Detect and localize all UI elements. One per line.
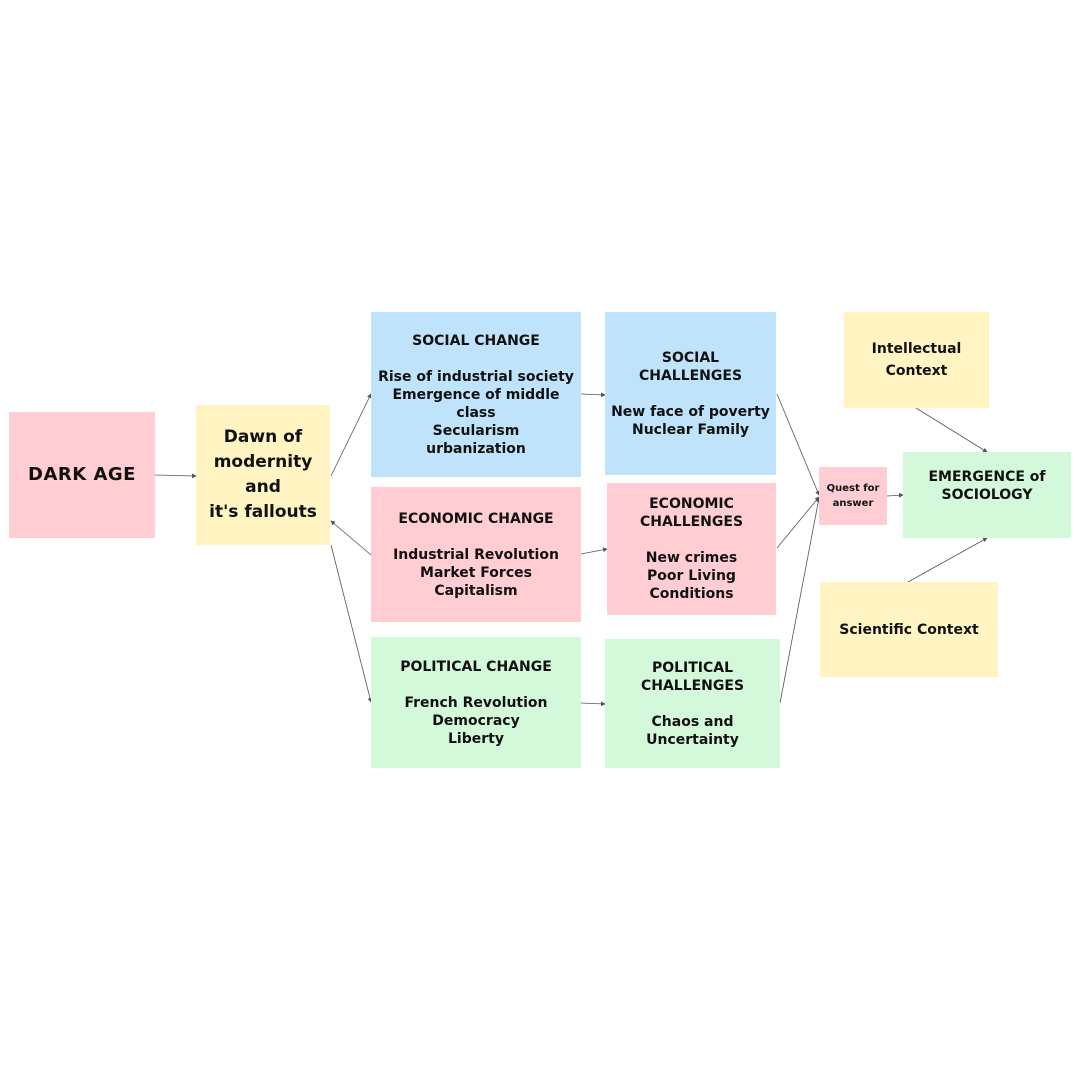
dark-age-node: DARK AGE (9, 412, 155, 538)
edge-dawn-social (330, 393, 372, 477)
emergence-of-sociology-node: EMERGENCE of SOCIOLOGY (903, 452, 1071, 538)
dawn-line-1: Dawn of (223, 427, 303, 447)
emergence-line: EMERGENCE of (928, 469, 1046, 485)
economic-change-node: ECONOMIC CHANGE Industrial Revolution Ma… (371, 487, 581, 622)
quest-line: Quest for (826, 483, 880, 494)
quest-line: answer (832, 498, 874, 509)
edge-scientific-emergence (907, 537, 988, 583)
economic-change-title: ECONOMIC CHANGE (398, 510, 554, 527)
dark-age-label: DARK AGE (28, 464, 136, 485)
dawn-of-modernity-node: Dawn of modernity and it's fallouts (196, 405, 330, 545)
social-change-item: Rise of industrial society (378, 368, 574, 385)
social-challenges-item: New face of poverty (611, 403, 770, 420)
edge-social-socialchallenges (580, 392, 606, 398)
political-change-item: Liberty (448, 730, 504, 747)
emergence-line: SOCIOLOGY (941, 487, 1033, 503)
economic-challenges-item: New crimes (645, 550, 738, 566)
edge-intellectual-emergence (915, 407, 988, 453)
dawn-line-2: modernity and (213, 452, 313, 497)
scientific-context-node: Scientific Context (820, 582, 998, 677)
economic-challenges-item: Poor Living (647, 568, 736, 584)
economic-change-item: Market Forces (420, 564, 532, 581)
edge-dawn-political (330, 544, 373, 703)
edge-politicalchallenges-quest (779, 497, 821, 704)
edge-economicchallenges-quest (776, 496, 820, 549)
economic-challenges-node: ECONOMIC CHALLENGES New crimes Poor Livi… (607, 483, 776, 615)
economic-change-item: Industrial Revolution (393, 546, 559, 563)
intellectual-context-node: Intellectual Context (844, 312, 989, 408)
economic-challenges-item: Conditions (649, 586, 734, 602)
social-challenges-node: SOCIAL CHALLENGES New face of poverty Nu… (605, 312, 776, 475)
economic-challenges-title: ECONOMIC (649, 496, 734, 512)
edge-economic-economicchallenges (580, 547, 608, 555)
political-change-title: POLITICAL CHANGE (400, 658, 552, 675)
edge-political-politicalchallenges (580, 701, 606, 707)
social-change-item: Emergence of middle (392, 386, 560, 403)
political-challenges-node: POLITICAL CHALLENGES Chaos and Uncertain… (605, 639, 780, 768)
political-challenges-title: POLITICAL (651, 659, 734, 676)
social-change-item: urbanization (426, 440, 526, 457)
political-challenges-title: CHALLENGES (640, 677, 745, 694)
political-change-node: POLITICAL CHANGE French Revolution Democ… (371, 637, 581, 768)
political-challenges-item: Chaos and (651, 713, 734, 730)
economic-change-item: Capitalism (434, 582, 518, 599)
social-change-title: SOCIAL CHANGE (412, 332, 540, 349)
edge-darkage-dawn (154, 473, 197, 479)
social-change-node: SOCIAL CHANGE Rise of industrial society… (371, 312, 581, 477)
edge-economic-dawn (330, 520, 372, 556)
social-change-item: class (456, 404, 496, 421)
intellectual-line: Context (885, 363, 948, 379)
edge-quest-emergence (886, 492, 904, 498)
social-challenges-item: Nuclear Family (631, 421, 749, 438)
political-change-item: French Revolution (404, 694, 548, 711)
political-challenges-item: Uncertainty (646, 731, 739, 748)
intellectual-line: Intellectual (871, 341, 962, 357)
political-change-item: Democracy (432, 712, 520, 729)
edge-socialchallenges-quest (776, 393, 820, 496)
social-challenges-title: SOCIAL (661, 349, 720, 366)
quest-for-answer-node: Quest for answer (819, 467, 887, 525)
scientific-label: Scientific Context (839, 621, 979, 638)
social-change-item: Secularism (432, 422, 520, 439)
social-challenges-title: CHALLENGES (638, 367, 743, 384)
economic-challenges-title: CHALLENGES (639, 514, 744, 530)
dawn-line-3: it's fallouts (209, 502, 317, 522)
